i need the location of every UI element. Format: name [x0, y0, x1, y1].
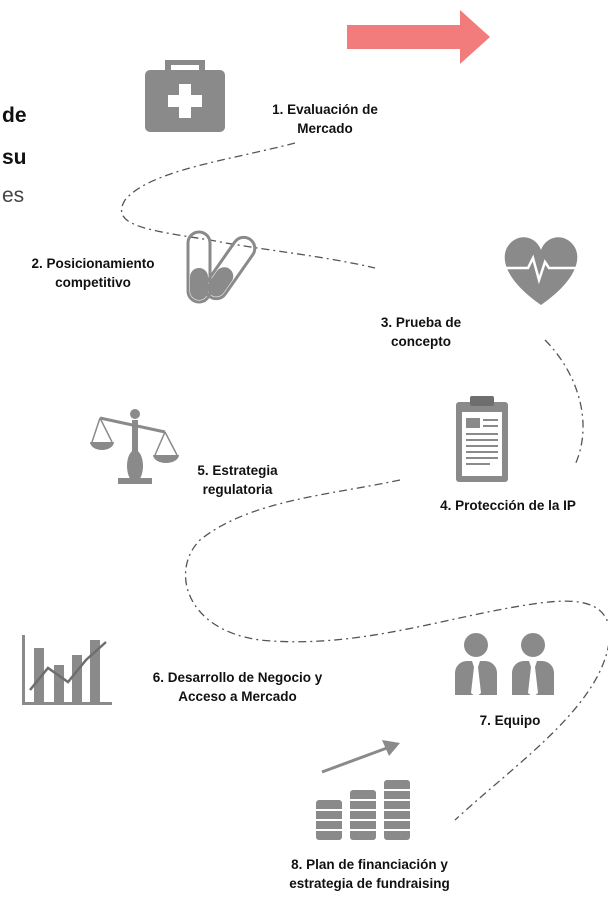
step-5-line1: 5. Estrategia — [197, 463, 278, 478]
bar-chart-icon — [22, 635, 112, 705]
step-7-label: 7. Equipo — [460, 711, 560, 730]
first-aid-kit-icon — [145, 60, 225, 132]
step-1-line1: 1. Evaluación de — [272, 102, 378, 117]
step-2-label: 2. Posicionamiento competitivo — [8, 254, 178, 292]
left-text-fragment-2: su — [2, 146, 27, 169]
step-3-line1: 3. Prueba de — [380, 315, 462, 330]
step-6-line1: 6. Desarrollo de Negocio y — [152, 670, 323, 685]
arrow-right-icon — [347, 10, 490, 64]
step-4-line1: 4. Protección de la IP — [440, 498, 576, 513]
step-6-line2: Acceso a Mercado — [178, 689, 297, 704]
left-text-fragment-3: es — [2, 184, 25, 207]
left-text-fragment-1: de — [2, 104, 27, 127]
step-3-label: 3. Prueba de concepto — [356, 313, 486, 351]
roadmap-path — [120, 142, 608, 821]
scales-icon — [90, 409, 179, 484]
coin-stacks-icon — [316, 740, 410, 840]
step-3-line2: concepto — [390, 334, 451, 349]
pills-icon — [186, 230, 257, 304]
step-5-label: 5. Estrategia regulatoria — [180, 461, 295, 499]
step-6-label: 6. Desarrollo de Negocio y Acceso a Merc… — [125, 668, 350, 706]
step-4-label: 4. Protección de la IP — [418, 496, 598, 515]
step-2-line2: competitivo — [55, 275, 131, 290]
step-5-line2: regulatoria — [202, 482, 273, 497]
step-1-label: 1. Evaluación de Mercado — [250, 100, 400, 138]
clipboard-document-icon — [456, 396, 508, 482]
step-8-label: 8. Plan de financiación y estrategia de … — [262, 855, 477, 893]
step-8-line1: 8. Plan de financiación y — [291, 857, 448, 872]
step-1-line2: Mercado — [297, 121, 353, 136]
step-7-line1: 7. Equipo — [479, 713, 541, 728]
step-2-line1: 2. Posicionamiento — [31, 256, 155, 271]
step-8-line2: estrategia de fundraising — [289, 876, 450, 891]
team-people-icon — [455, 633, 554, 697]
heart-pulse-icon — [504, 237, 578, 305]
